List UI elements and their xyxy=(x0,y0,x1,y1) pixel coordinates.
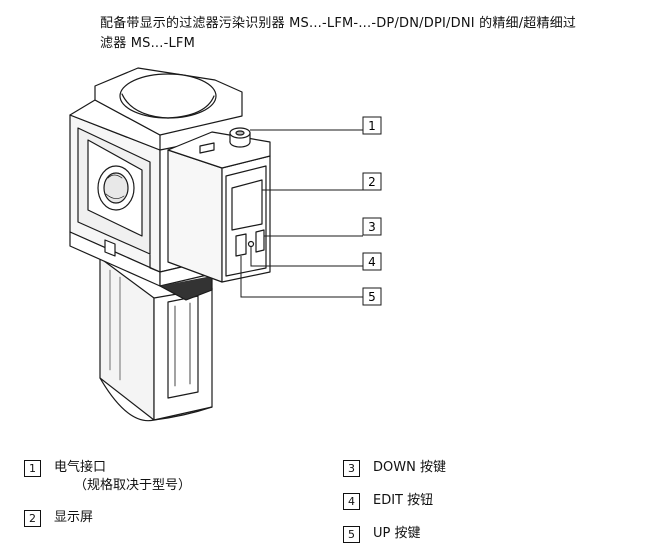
sensor-module xyxy=(167,127,271,283)
callout-2: 2 xyxy=(362,172,382,191)
callout-3: 3 xyxy=(362,217,382,236)
callout-4: 4 xyxy=(362,252,382,271)
up-button xyxy=(255,229,265,253)
leader-5 xyxy=(240,256,363,298)
down-button xyxy=(235,233,247,257)
legend-label: DOWN 按键 xyxy=(373,460,446,475)
filter-bowl xyxy=(99,257,213,422)
legend-label: 电气接口 xyxy=(54,460,107,475)
legend-number: 3 xyxy=(343,460,360,477)
legend-number: 4 xyxy=(343,493,360,510)
callout-1: 1 xyxy=(362,116,382,135)
legend-sublabel: （规格取决于型号） xyxy=(74,478,192,493)
display-screen xyxy=(231,179,263,231)
svg-text:5: 5 xyxy=(368,290,376,304)
legend-number: 1 xyxy=(24,460,41,477)
legend-number: 2 xyxy=(24,510,41,527)
figure-title: 配备带显示的过滤器污染识别器 MS...-LFM-...-DP/DN/DPI/D… xyxy=(100,14,640,54)
svg-text:4: 4 xyxy=(368,255,376,269)
edit-button xyxy=(247,240,255,248)
callout-5: 5 xyxy=(362,287,382,306)
title-line-2: 滤器 MS...-LFM xyxy=(100,36,196,51)
leader-lines xyxy=(240,129,363,298)
legend-label: EDIT 按钮 xyxy=(373,493,434,508)
legend-label: 显示屏 xyxy=(54,510,94,525)
svg-text:3: 3 xyxy=(368,220,376,234)
svg-text:1: 1 xyxy=(368,119,376,133)
callouts: 1 2 3 4 5 xyxy=(362,116,382,306)
legend-label: UP 按键 xyxy=(373,526,421,541)
title-line-1: 配备带显示的过滤器污染识别器 MS...-LFM-...-DP/DN/DPI/D… xyxy=(100,16,577,31)
svg-text:2: 2 xyxy=(368,175,376,189)
leader-4 xyxy=(250,247,363,267)
legend-number: 5 xyxy=(343,526,360,543)
